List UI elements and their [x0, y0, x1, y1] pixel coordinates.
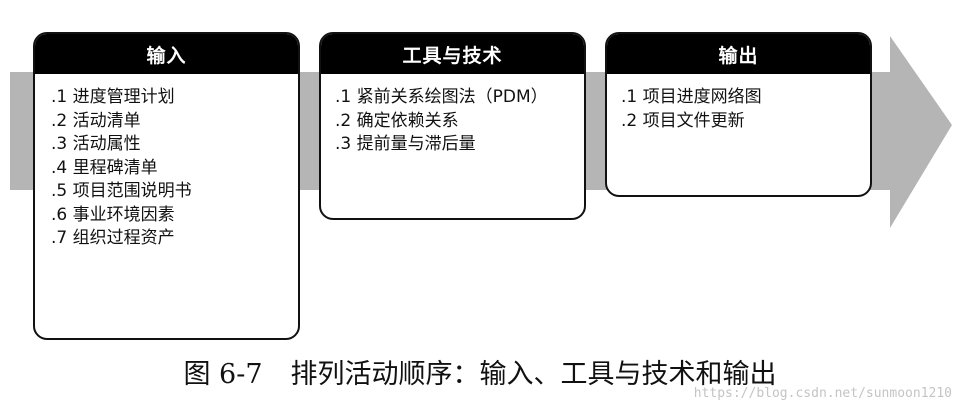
process-diagram: 输入 .1 进度管理计划 .2 活动清单 .3 活动属性 .4 里程碑清单 .5… — [10, 32, 952, 340]
tools-box: 工具与技术 .1 紧前关系绘图法（PDM） .2 确定依赖关系 .3 提前量与滞… — [319, 32, 586, 220]
inputs-list-item: .1 进度管理计划 — [51, 87, 175, 107]
figure-number: 图 6-7 — [183, 359, 263, 390]
inputs-list: .1 进度管理计划 .2 活动清单 .3 活动属性 .4 里程碑清单 .5 项目… — [35, 74, 298, 251]
inputs-box: 输入 .1 进度管理计划 .2 活动清单 .3 活动属性 .4 里程碑清单 .5… — [33, 32, 300, 340]
watermark-text: https://blog.csdn.net/sunmoon1210 — [693, 386, 952, 401]
inputs-list-item: .7 组织过程资产 — [51, 228, 175, 248]
inputs-list-item: .6 事业环境因素 — [51, 204, 175, 225]
outputs-box-title: 输出 — [607, 34, 870, 74]
inputs-list-item: .3 活动属性 — [51, 134, 141, 154]
tools-list-item: .2 确定依赖关系 — [335, 110, 459, 131]
outputs-box: 输出 .1 项目进度网络图 .2 项目文件更新 — [605, 32, 872, 197]
figure-caption: 图 6-7 排列活动顺序：输入、工具与技术和输出 — [0, 355, 960, 395]
tools-list-item: .3 提前量与滞后量 — [335, 134, 476, 154]
inputs-box-title: 输入 — [35, 34, 298, 74]
inputs-list-item: .2 活动清单 — [51, 110, 141, 131]
inputs-list-item: .4 里程碑清单 — [51, 157, 158, 178]
figure-caption-text: 排列活动顺序：输入、工具与技术和输出 — [290, 359, 777, 390]
inputs-list-item: .5 项目范围说明书 — [51, 181, 192, 201]
tools-list: .1 紧前关系绘图法（PDM） .2 确定依赖关系 .3 提前量与滞后量 — [321, 74, 584, 157]
outputs-list: .1 项目进度网络图 .2 项目文件更新 — [607, 74, 870, 133]
outputs-list-item: .2 项目文件更新 — [621, 110, 745, 131]
tools-list-item: .1 紧前关系绘图法（PDM） — [335, 87, 548, 107]
outputs-list-item: .1 项目进度网络图 — [621, 87, 762, 107]
tools-box-title: 工具与技术 — [321, 34, 584, 74]
